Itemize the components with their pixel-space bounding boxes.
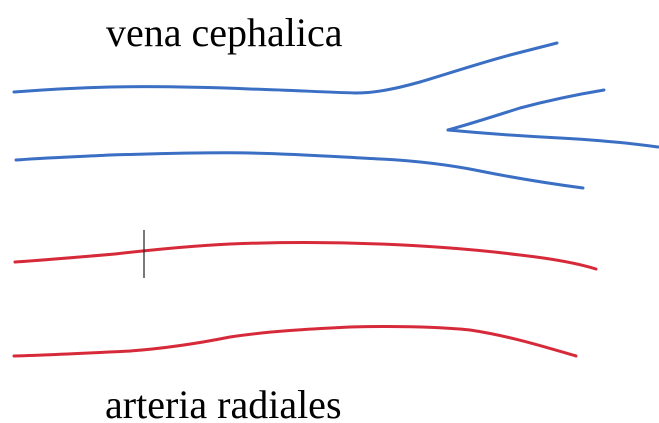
vena-cephalica-lines xyxy=(14,43,658,188)
artery-label: arteria radiales xyxy=(105,385,342,423)
artery-lower-wall xyxy=(14,326,576,356)
arteria-radiales-lines xyxy=(14,243,596,357)
vein-lower-wall xyxy=(16,153,583,188)
vein-branch-lower xyxy=(448,130,658,147)
artery-upper-wall xyxy=(15,243,596,270)
vein-branch-upper xyxy=(448,90,604,130)
vein-upper-wall xyxy=(14,43,557,93)
